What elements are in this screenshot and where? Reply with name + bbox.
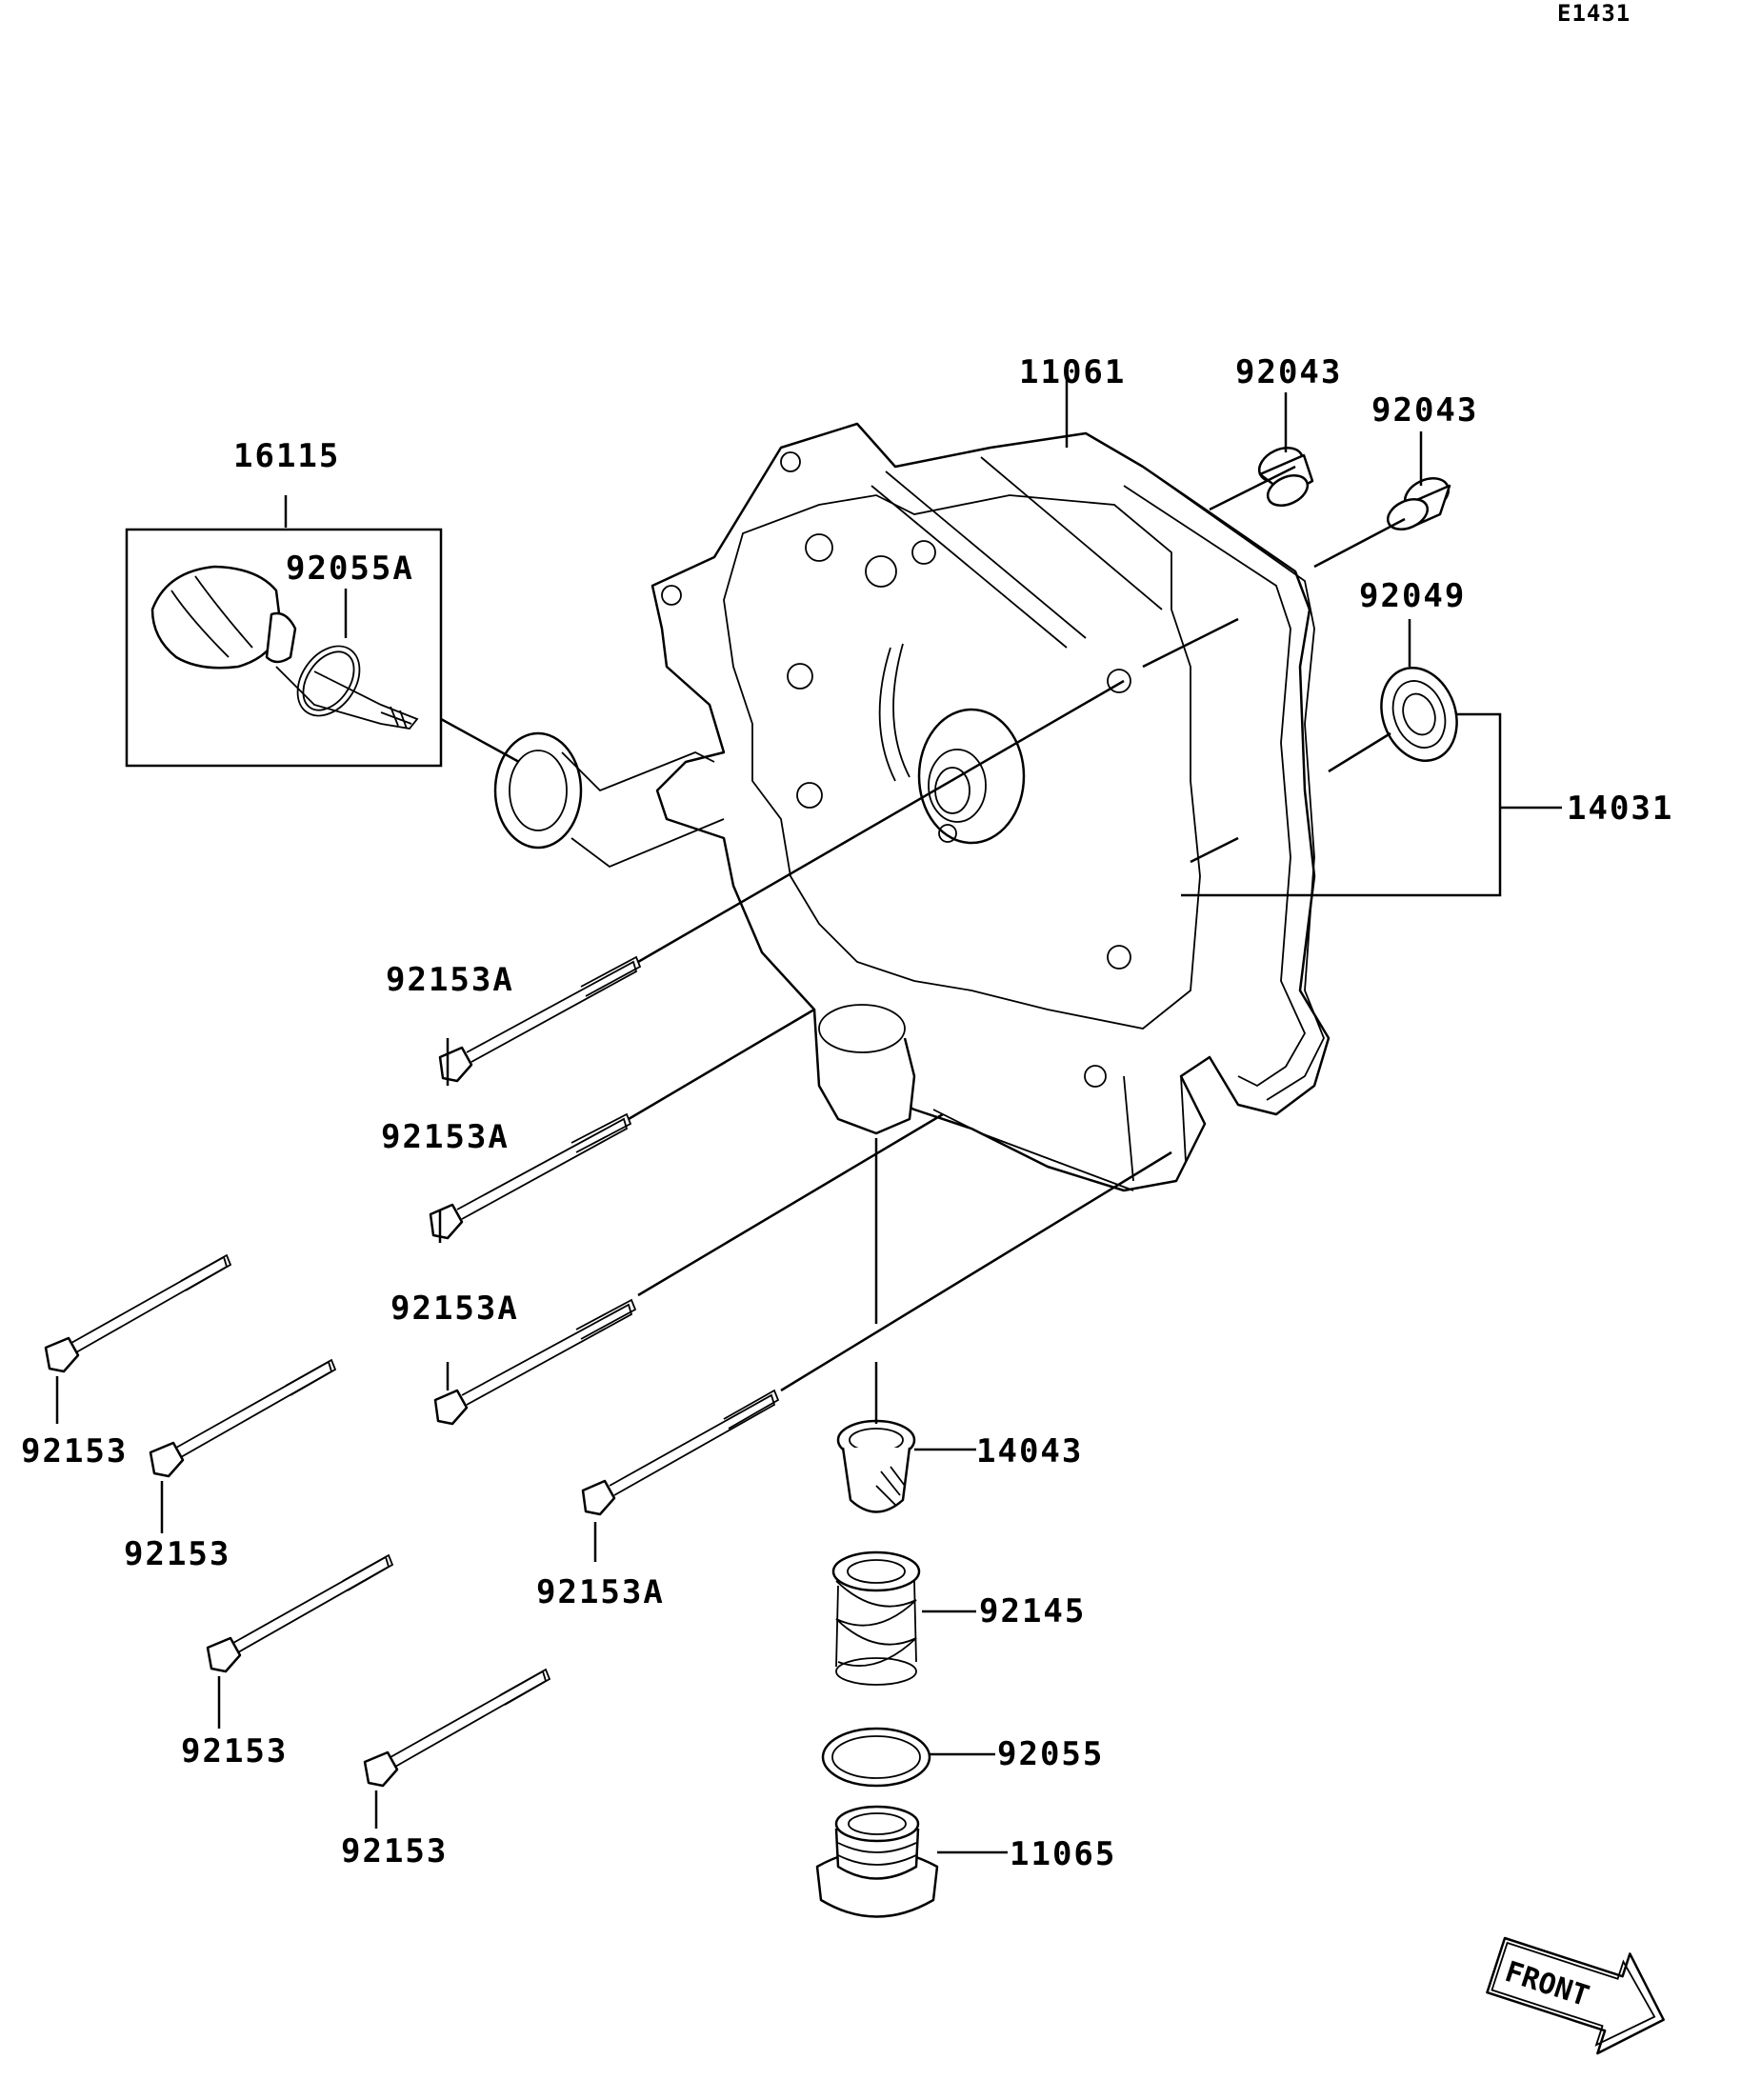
bolt-92153-4-drawing (363, 1668, 551, 1788)
part-label-92153A-3[interactable]: 92153A (390, 1290, 519, 1328)
reference-code: E1431 (1557, 0, 1631, 27)
front-direction-arrow: FRONT (1486, 1936, 1665, 2055)
collar-92043-a-drawing (1257, 447, 1314, 507)
filter-14043-drawing (836, 1419, 916, 1513)
part-label-92043-b[interactable]: 92043 (1371, 391, 1478, 430)
filler-cap-16115-drawing (150, 565, 419, 730)
part-label-16115[interactable]: 16115 (233, 437, 340, 475)
part-label-92055A[interactable]: 92055A (286, 550, 414, 588)
part-label-92153-1[interactable]: 92153 (21, 1432, 128, 1470)
part-label-92153-3[interactable]: 92153 (181, 1732, 288, 1770)
o-ring-92055A-drawing (296, 645, 361, 717)
part-label-92145[interactable]: 92145 (979, 1592, 1086, 1630)
spring-92145-drawing (831, 1550, 921, 1686)
part-label-92055[interactable]: 92055 (997, 1735, 1104, 1773)
filler-cap-group-box (125, 528, 443, 768)
bolt-92153A-3-drawing (433, 1298, 637, 1426)
part-label-11061[interactable]: 11061 (1019, 353, 1126, 391)
o-ring-92055-drawing (821, 1727, 931, 1788)
part-label-11065[interactable]: 11065 (1010, 1835, 1116, 1873)
part-label-14043[interactable]: 14043 (976, 1432, 1083, 1470)
bolt-92153-3-drawing (206, 1553, 394, 1673)
clutch-cover-11061-drawing (493, 422, 1331, 1192)
oil-seal-92049-drawing (1380, 667, 1458, 762)
part-label-92153-4[interactable]: 92153 (341, 1832, 448, 1870)
drain-plug-11065-drawing (815, 1805, 939, 1918)
part-label-92153A-4[interactable]: 92153A (536, 1573, 665, 1611)
part-label-14031[interactable]: 14031 (1567, 790, 1673, 828)
bolt-92153-2-drawing (149, 1358, 337, 1478)
part-label-92153A-2[interactable]: 92153A (381, 1118, 510, 1156)
part-label-92049[interactable]: 92049 (1359, 577, 1466, 615)
leader-lines (55, 376, 1562, 1854)
bolt-92153A-4-drawing (581, 1389, 780, 1516)
bolt-92153A-2-drawing (429, 1112, 632, 1240)
part-label-92153A-1[interactable]: 92153A (386, 961, 514, 999)
bolt-92153-1-drawing (44, 1253, 232, 1373)
part-label-92153-2[interactable]: 92153 (124, 1535, 230, 1573)
part-label-92043-a[interactable]: 92043 (1235, 353, 1342, 391)
